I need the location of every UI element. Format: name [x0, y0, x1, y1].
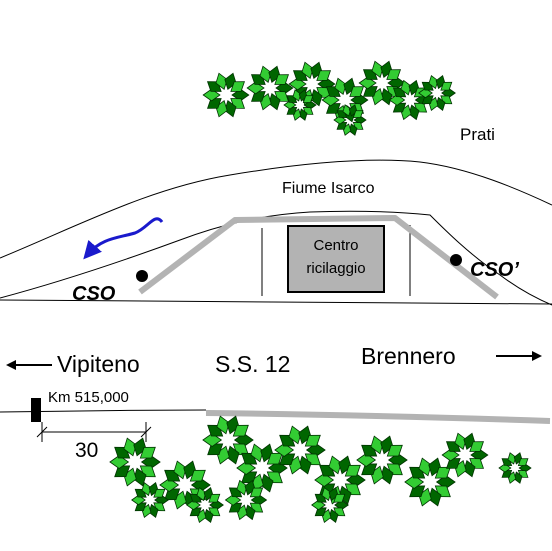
recycling-center-building: [287, 225, 385, 293]
shrubs-top: [202, 60, 456, 136]
shrub-icon: [356, 435, 408, 485]
distance-label: 30: [75, 439, 98, 462]
shrub-icon: [131, 481, 169, 519]
shrub-icon: [283, 89, 317, 121]
shrub-icon: [159, 460, 211, 510]
shrub-icon: [288, 61, 336, 107]
flow-direction-icon: [83, 217, 164, 260]
shrub-icon: [202, 72, 250, 118]
service-road: [138, 215, 499, 300]
cso-point-left: [136, 270, 148, 282]
shrub-icon: [418, 74, 456, 112]
arrow-right-icon: [496, 351, 542, 361]
shrub-icon: [186, 486, 224, 524]
vipiteno-label: Vipiteno: [57, 351, 140, 377]
shrub-icon: [109, 437, 161, 487]
prati-label: Prati: [460, 125, 495, 144]
shrub-icon: [202, 415, 254, 465]
centro-label-line2: ricilaggio: [306, 260, 365, 277]
river-bank-south: [0, 210, 552, 306]
centro-label-line1: Centro: [313, 237, 358, 254]
shrub-icon: [333, 104, 367, 136]
road-ss12-label: S.S. 12: [215, 351, 290, 377]
km-label: Km 515,000: [48, 389, 129, 406]
arrow-left-icon: [6, 360, 52, 370]
river-bank-north: [0, 159, 552, 259]
shrub-icon: [498, 452, 532, 484]
shrub-icon: [274, 425, 326, 475]
river-label: Fiume Isarco: [282, 180, 375, 197]
cso-point-right: [450, 254, 462, 266]
shrub-icon: [404, 457, 456, 507]
brennero-label: Brennero: [361, 343, 456, 369]
shrub-icon: [441, 432, 489, 478]
road-edge: [0, 409, 207, 413]
shrub-icon: [358, 60, 406, 106]
shrubs-bottom: [109, 415, 532, 524]
shrub-icon: [246, 65, 294, 111]
road-gray-edge: [205, 410, 551, 424]
cso-left-label: CSO: [72, 283, 116, 305]
cso-right-label: CSO’: [470, 259, 519, 281]
dimension-line: [36, 422, 152, 442]
shrub-icon: [224, 479, 268, 521]
km-post-icon: [31, 398, 41, 422]
shrub-icon: [311, 486, 349, 524]
